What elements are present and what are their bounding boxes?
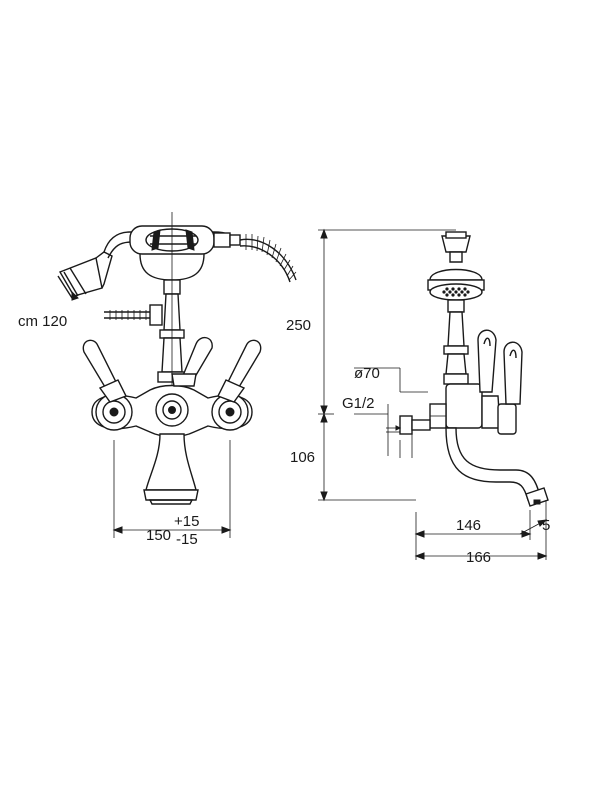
side-spout (445, 427, 549, 507)
shower-hose (104, 234, 297, 326)
lever-handles (82, 337, 262, 403)
riser-column (157, 212, 187, 400)
offset-5-label: 5 (542, 517, 550, 534)
hand-shower-head (57, 251, 113, 301)
side-view: 250 106 ø70 G1/2 146 5 166 (286, 228, 550, 566)
thread-label: G1/2 (342, 395, 375, 412)
tolerance-minus-label: -15 (176, 531, 198, 548)
diameter-label: ø70 (354, 365, 380, 382)
hose-length-label: cm 120 (18, 313, 67, 330)
front-dimensions (112, 440, 232, 538)
side-dimensions (318, 228, 548, 560)
projection-166-label: 166 (466, 549, 491, 566)
front-spout (143, 433, 199, 505)
tolerance-plus-label: +15 (174, 513, 199, 530)
projection-146-label: 146 (456, 517, 481, 534)
side-wall-connection (386, 415, 431, 435)
height-106-label: 106 (290, 449, 315, 466)
mixer-body (91, 384, 253, 438)
width-dim-label: 150 (146, 527, 171, 544)
side-riser (443, 299, 469, 385)
side-shower-holder (427, 231, 485, 301)
front-view: cm 120 150 +15 -15 (18, 212, 297, 548)
height-250-label: 250 (286, 317, 311, 334)
side-handles (477, 329, 523, 405)
side-body (429, 383, 517, 435)
